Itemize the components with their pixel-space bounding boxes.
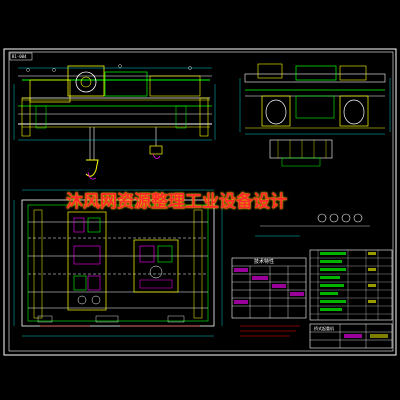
side-elevation-view (239, 63, 391, 167)
parts-table-title: 技术特性 (254, 258, 274, 265)
front-elevation-view (13, 64, 216, 180)
outer-border (3, 48, 397, 356)
inner-border (8, 51, 394, 352)
frame-tag-box (9, 52, 33, 61)
frame-tag: B1-004 (12, 54, 27, 59)
parts-list-table (309, 249, 393, 321)
title-block-label: 桥式起重机 (314, 325, 334, 331)
technical-data-table: 技术特性 (231, 257, 307, 337)
plan-view (13, 189, 223, 337)
title-block: 桥式起重机 (309, 323, 393, 349)
watermark-text: 沐风网资源整理工业设备设计 (66, 192, 287, 212)
wheel-detail (255, 213, 370, 237)
